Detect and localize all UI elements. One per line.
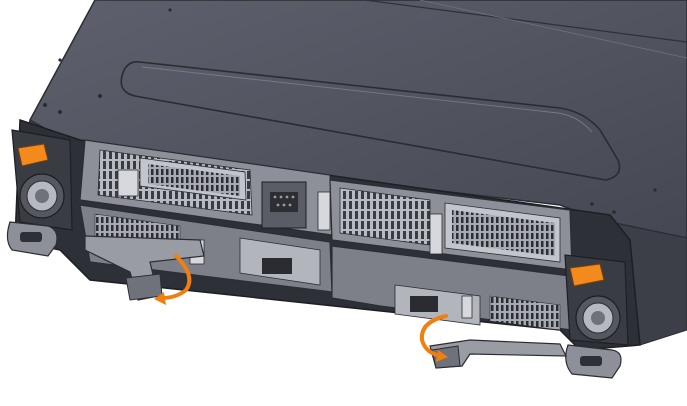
- upper-module-row: [79, 139, 573, 271]
- release-latch-icon[interactable]: [569, 263, 605, 287]
- right-chassis-ear: [564, 254, 629, 379]
- curved-arrow-icon: [419, 314, 448, 362]
- right-release-lever[interactable]: [429, 339, 567, 369]
- release-latch-icon[interactable]: [17, 143, 49, 167]
- curved-arrow-icon: [154, 254, 192, 305]
- left-release-lever[interactable]: [84, 235, 205, 301]
- left-chassis-ear: [6, 129, 73, 257]
